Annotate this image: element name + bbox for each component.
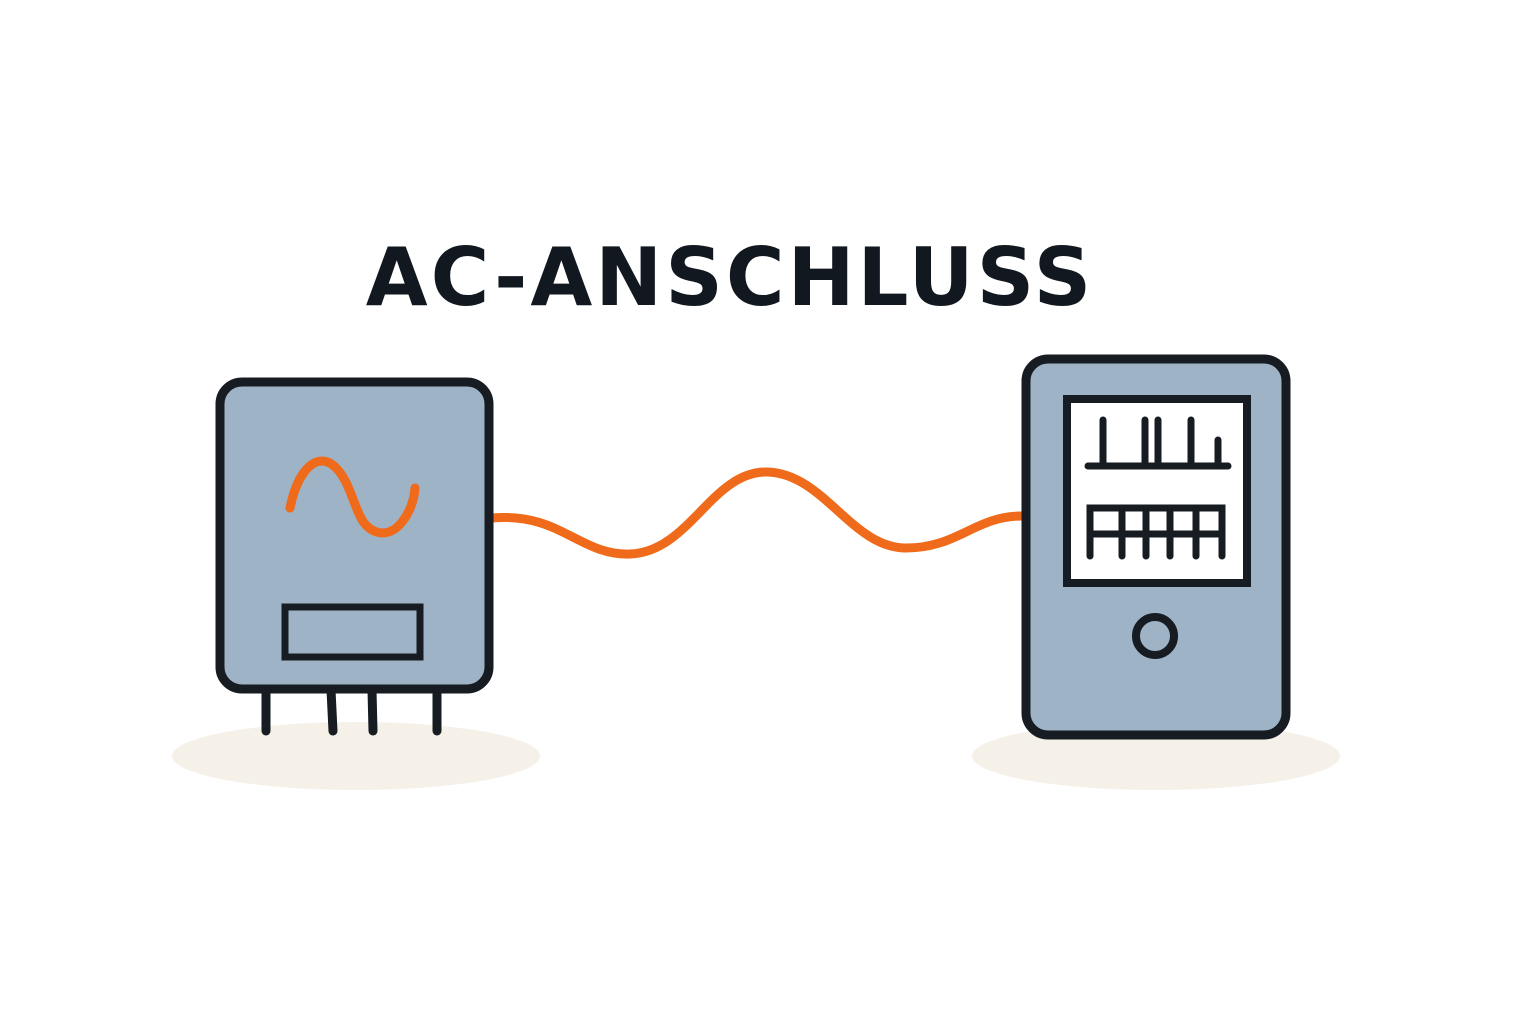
inverter-shadow bbox=[172, 722, 540, 790]
inverter-display bbox=[281, 603, 424, 661]
meter-knob bbox=[1132, 613, 1178, 659]
inverter-terminals bbox=[261, 685, 442, 736]
sine-wave-icon bbox=[285, 456, 420, 538]
breaker-row bbox=[1084, 416, 1232, 470]
terminal-block-row bbox=[1086, 504, 1226, 560]
inverter-icon bbox=[215, 377, 494, 736]
diagram-title: AC-ANSCHLUSS bbox=[365, 231, 1095, 324]
electric-meter-cabinet-icon bbox=[1021, 354, 1291, 740]
ac-cable-icon bbox=[487, 467, 1027, 559]
